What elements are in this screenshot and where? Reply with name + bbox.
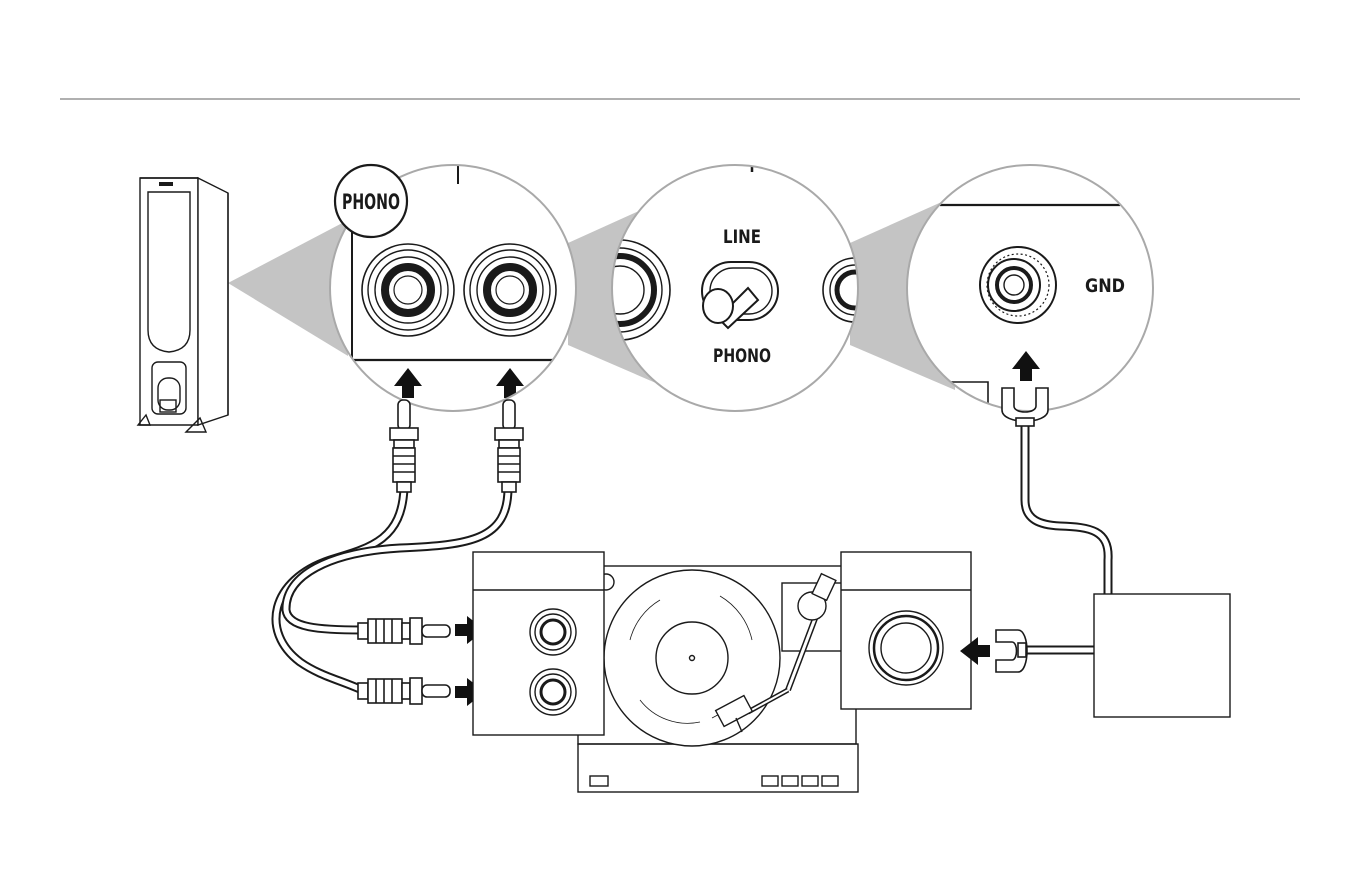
phono-badge-label: PHONO (342, 190, 400, 214)
rca-plug-icon (358, 678, 450, 704)
switch-phono-label: PHONO (713, 345, 771, 367)
ground-spade-icon (996, 630, 1027, 672)
phono-input-callout: PHONO (330, 160, 580, 411)
rca-plug-icon (390, 400, 418, 492)
switch-line-label: LINE (723, 226, 761, 248)
amplifier-box (1094, 594, 1230, 717)
line-phono-switch-callout: LINE PHONO (570, 165, 887, 411)
rca-plug-icon (358, 618, 450, 644)
ground-label: GND (1085, 275, 1125, 297)
turntable-icon (578, 566, 858, 792)
turntable-ground-box (841, 552, 971, 709)
turntable-rca-jacks-box (473, 552, 604, 735)
floor-speaker-icon (138, 178, 228, 432)
rca-plug-icon (495, 400, 523, 492)
